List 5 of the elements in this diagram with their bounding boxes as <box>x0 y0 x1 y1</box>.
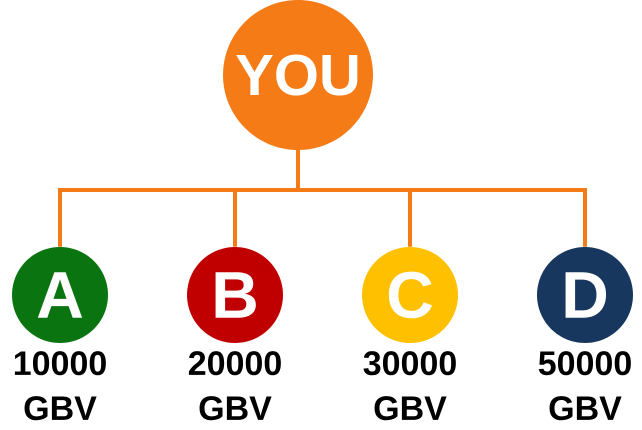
connector-line <box>296 150 587 247</box>
value-label: 50000 GBV <box>538 351 631 420</box>
value-label: 20000 GBV <box>188 351 281 420</box>
value-label: 10000 GBV <box>14 351 106 420</box>
value-label: 30000 GBV <box>364 351 456 420</box>
